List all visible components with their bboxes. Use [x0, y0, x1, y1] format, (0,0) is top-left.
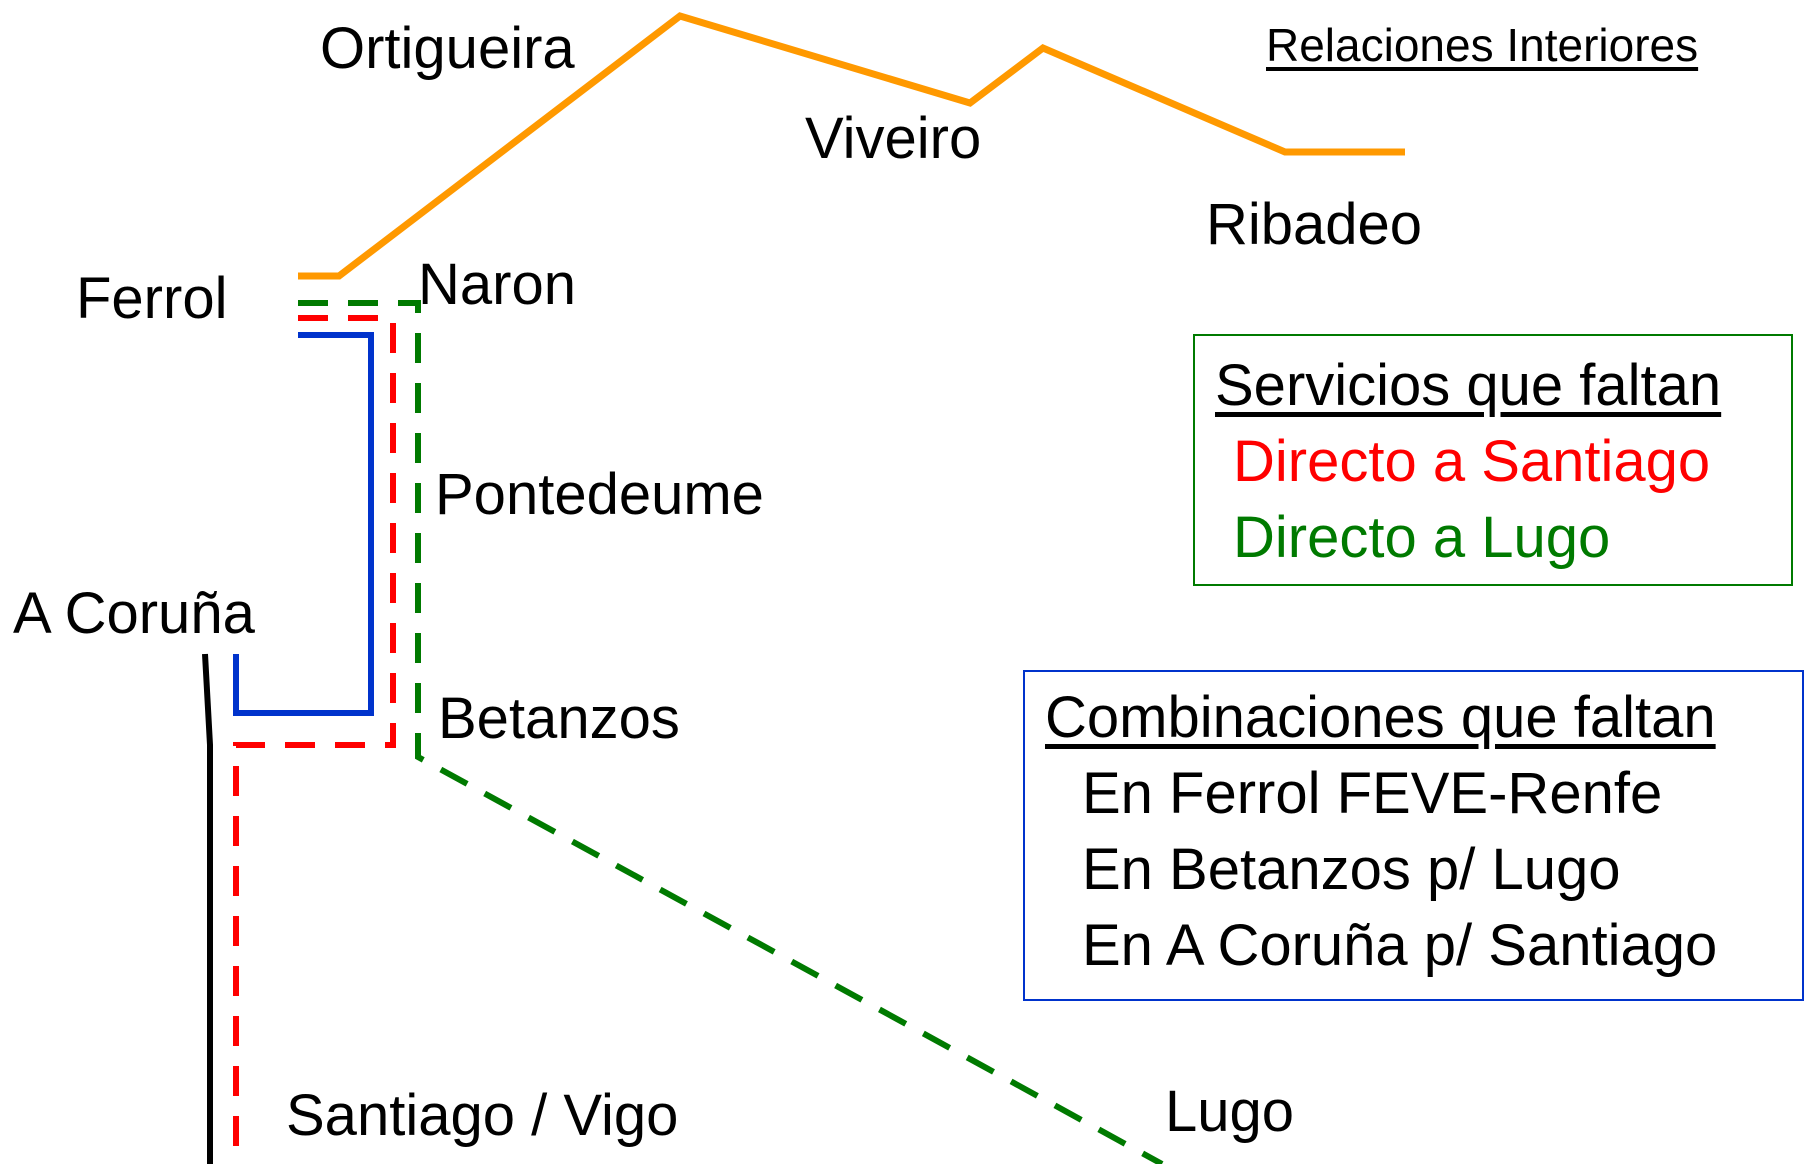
station-betanzos: Betanzos [438, 686, 680, 751]
missing-service-santiago: Directo a Santiago [1233, 429, 1711, 494]
station-lugo: Lugo [1165, 1079, 1295, 1144]
missing-connection-betanzos: En Betanzos p/ Lugo [1082, 837, 1621, 902]
coruna-santiago-line [202, 653, 213, 1164]
diagram-title: Relaciones Interiores [1266, 19, 1699, 71]
station-viveiro: Viveiro [805, 106, 982, 171]
missing-connection-coruna: En A Coruña p/ Santiago [1082, 913, 1718, 978]
missing-services-heading: Servicios que faltan [1215, 353, 1722, 418]
missing-service-lugo: Directo a Lugo [1233, 505, 1611, 570]
station-ferrol: Ferrol [76, 266, 228, 331]
missing-lugo-service-line [298, 300, 1164, 1164]
station-santiago-vigo: Santiago / Vigo [286, 1083, 679, 1148]
missing-santiago-service-line [233, 315, 396, 1164]
missing-connections-box: Combinaciones que faltan En Ferrol FEVE-… [1023, 670, 1804, 1001]
station-ribadeo: Ribadeo [1206, 192, 1423, 257]
station-pontedeume: Pontedeume [435, 462, 764, 527]
missing-connections-heading: Combinaciones que faltan [1045, 685, 1716, 750]
ferrol-coruna-line [233, 332, 374, 716]
station-ortigueira: Ortigueira [320, 16, 575, 81]
feve-coastal-line [298, 12, 1405, 280]
missing-connection-ferrol: En Ferrol FEVE-Renfe [1082, 761, 1663, 826]
station-naron: Naron [418, 252, 576, 317]
missing-services-box: Servicios que faltan Directo a Santiago … [1193, 334, 1793, 586]
station-a-coruna: A Coruña [13, 581, 255, 646]
